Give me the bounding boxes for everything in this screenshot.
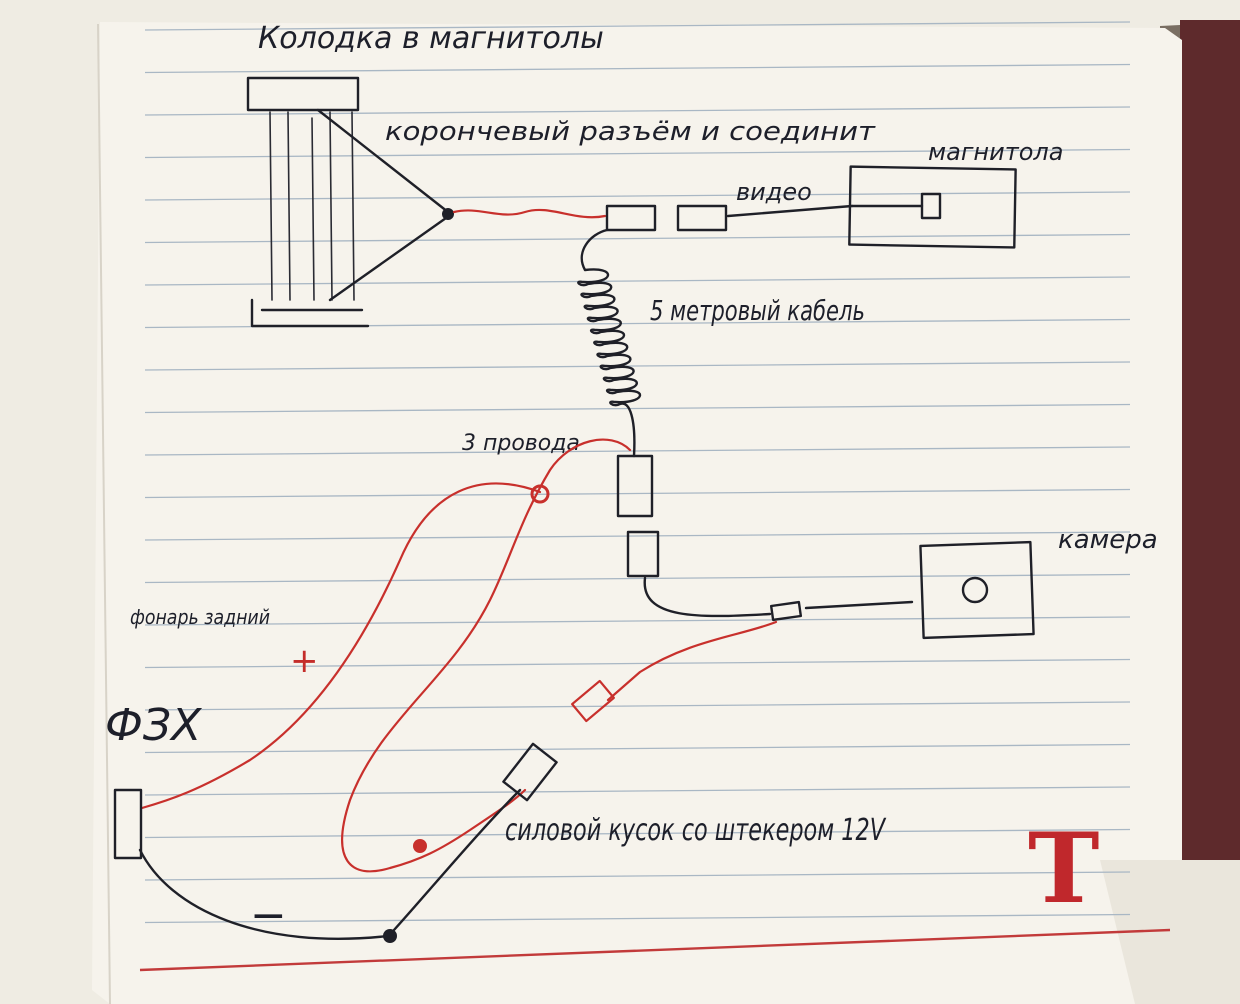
plug-left (605, 204, 657, 232)
ruled-lines (144, 21, 1131, 924)
camera-label: камера (1058, 525, 1158, 555)
video-label: видео (736, 178, 812, 206)
head-unit-label: магнитола (928, 138, 1063, 166)
power-plug (502, 742, 558, 802)
ruled-line (144, 21, 1131, 31)
ruled-line (144, 403, 1131, 414)
connector-3wire (616, 454, 654, 518)
red-rule (139, 928, 1171, 972)
ruled-line (144, 743, 1131, 754)
connector-lower (626, 530, 660, 578)
ground-wire (138, 848, 390, 940)
cable-label: 5 метровый кабель (650, 294, 865, 327)
plus-sign: + (290, 641, 319, 681)
ruled-line (144, 191, 1131, 201)
page-corner (1100, 860, 1240, 1004)
notebook-cover (1180, 20, 1240, 910)
ruled-line (144, 913, 1131, 924)
ruled-line (144, 616, 1131, 626)
ruled-line (144, 276, 1131, 286)
ruled-line (144, 871, 1131, 881)
ruled-line (144, 446, 1131, 456)
ruled-line (144, 828, 1131, 839)
ruled-line (144, 786, 1131, 796)
ruled-line (144, 573, 1131, 584)
head-unit-box (848, 165, 1017, 249)
ruled-line (144, 361, 1131, 371)
harness-wire (452, 208, 607, 219)
power-piece-text: силовой кусок со штекером 12V (505, 813, 887, 848)
power-piece-label: силовой кусок со штекером 12V (505, 813, 887, 848)
camera-lead (643, 576, 772, 618)
harness-label: корончевый разъём и соединит (385, 117, 876, 147)
red-inline-plug (571, 679, 615, 723)
ruled-line (144, 488, 1131, 499)
minus-sign: − (250, 890, 287, 941)
heading-text: Колодка в магнитолы (258, 21, 604, 56)
ruled-line (144, 233, 1131, 244)
tail-light-plug (113, 788, 143, 860)
reverse-light-label: фонарь задний (130, 605, 270, 629)
camera-box (919, 540, 1035, 640)
ruled-line (144, 63, 1131, 74)
coiled-cable (577, 228, 642, 458)
three-wires-label: 3 провода (462, 431, 580, 456)
page (92, 22, 1182, 1004)
red-wire-loop (341, 438, 632, 873)
red-wire-positive (140, 482, 542, 810)
connector-block (246, 76, 454, 328)
lamp-code: ФЗХ (105, 700, 202, 751)
ruled-line (144, 148, 1131, 159)
plug-right (676, 204, 728, 232)
logo-letter: T (1028, 812, 1099, 925)
ruled-line (144, 106, 1131, 116)
camera-plug (769, 600, 803, 622)
ruled-line (144, 658, 1131, 669)
ruled-line (144, 531, 1131, 541)
